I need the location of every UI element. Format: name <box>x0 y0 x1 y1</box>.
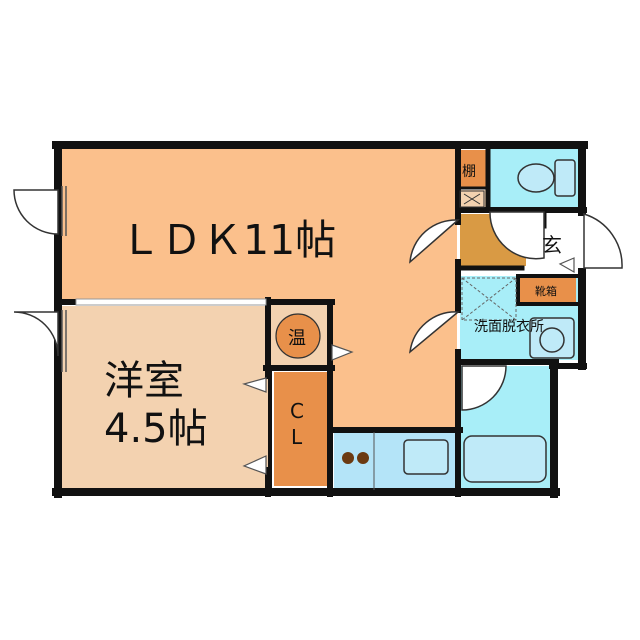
shelf-lower-x2 <box>463 193 481 205</box>
closet-floor <box>274 372 328 486</box>
shelf-lower-box <box>459 190 485 208</box>
ldk-label: ＬＤＫ11帖 <box>120 216 336 264</box>
water-heater-label: 温 <box>288 328 306 349</box>
washing-machine-space <box>461 277 517 321</box>
western-room-label-1: 洋室 <box>104 358 184 404</box>
toilet-fixture <box>517 159 576 197</box>
stove-burner-2 <box>357 452 369 464</box>
kitchen-sink <box>403 439 449 475</box>
entrance-label: 玄 <box>542 233 562 257</box>
ldk-floor <box>62 148 457 300</box>
doors <box>13 189 623 411</box>
stove-burner-1 <box>342 452 354 464</box>
water-heater-circle <box>275 313 321 359</box>
shelf-label: 棚 <box>462 164 476 180</box>
closet-label-c: C <box>290 399 304 423</box>
walls <box>52 141 588 498</box>
washing-machine-diagonal-1 <box>461 277 517 321</box>
western-room-label-2: 4.5帖 <box>104 406 208 452</box>
western-room-floor <box>62 306 268 488</box>
washing-machine-diagonal-2 <box>461 277 517 321</box>
shoe-box-floor <box>520 278 576 302</box>
bathtub <box>463 435 547 483</box>
sliding-door-marks <box>242 257 575 475</box>
washroom-label: 洗面脱衣所 <box>474 319 544 335</box>
shoe-box-label: 靴箱 <box>535 284 557 298</box>
window-strip-top <box>75 298 267 306</box>
closet-label-l: L <box>291 425 303 449</box>
washbasin-fixture <box>529 317 575 359</box>
shelf-floor <box>458 150 486 188</box>
